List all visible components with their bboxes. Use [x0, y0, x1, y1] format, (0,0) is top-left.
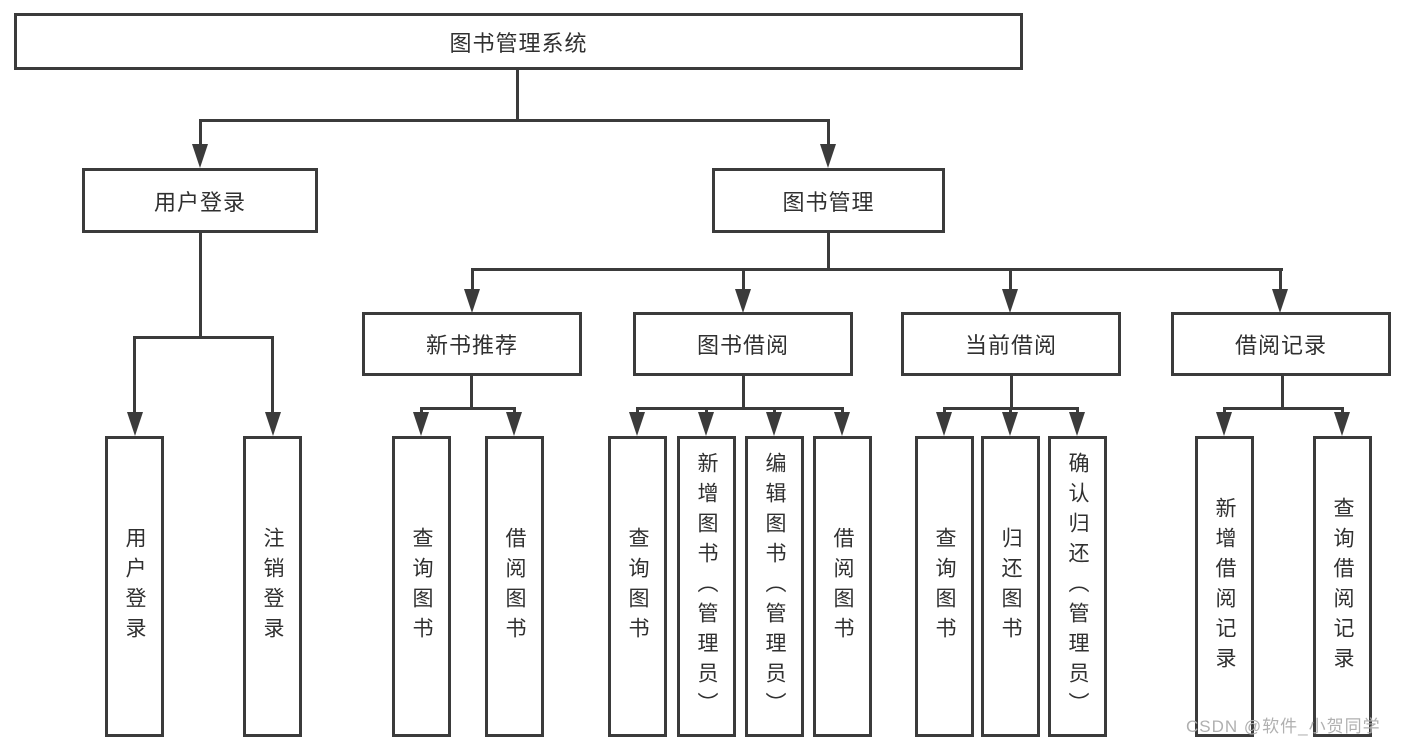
connector-vline — [1281, 376, 1284, 408]
node-new-book-recommend: 新书推荐 — [362, 312, 582, 376]
connector-vline — [471, 268, 474, 290]
leaf-label: 查询图书 — [626, 526, 649, 647]
leaf-label: 注销登录 — [261, 526, 284, 647]
connector-vline — [271, 336, 274, 414]
connector-vline — [1009, 407, 1012, 415]
leaf-add-borrow-record: 新增借阅记录 — [1195, 436, 1254, 737]
connector-vline — [516, 68, 519, 119]
node-current-borrow: 当前借阅 — [901, 312, 1121, 376]
node-borrow-records: 借阅记录 — [1171, 312, 1391, 376]
connector-vline — [513, 407, 516, 415]
leaf-edit-book-admin: 编辑图书（管理员） — [745, 436, 804, 737]
arrow-down-icon — [766, 412, 782, 436]
arrow-down-icon — [464, 289, 480, 313]
leaf-label: 借阅图书 — [831, 526, 854, 647]
arrow-down-icon — [506, 412, 522, 436]
connector-vline — [636, 407, 639, 415]
arrow-down-icon — [629, 412, 645, 436]
leaf-query-book: 查询图书 — [608, 436, 667, 737]
leaf-confirm-return-admin: 确认归还（管理员） — [1048, 436, 1107, 737]
connector-vline — [773, 407, 776, 415]
connector-hline — [420, 407, 516, 410]
connector-vline — [199, 233, 202, 337]
node-label: 图书管理系统 — [449, 30, 588, 56]
connector-hline — [636, 407, 844, 410]
node-label: 图书借阅 — [696, 333, 789, 358]
node-user-login: 用户登录 — [82, 168, 318, 233]
leaf-label: 查询借阅记录 — [1331, 496, 1354, 677]
node-label: 新书推荐 — [425, 333, 518, 358]
leaf-borrow-book: 借阅图书 — [813, 436, 872, 737]
leaf-label: 编辑图书（管理员） — [763, 451, 786, 722]
connector-vline — [1341, 407, 1344, 415]
connector-hline — [133, 336, 274, 339]
leaf-label: 新增图书（管理员） — [695, 451, 718, 722]
connector-vline — [199, 119, 202, 146]
arrow-down-icon — [698, 412, 714, 436]
leaf-label: 借阅图书 — [503, 526, 526, 647]
leaf-query-book: 查询图书 — [915, 436, 974, 737]
leaf-return-book: 归还图书 — [981, 436, 1040, 737]
node-label: 当前借阅 — [964, 333, 1057, 358]
leaf-user-login: 用户登录 — [105, 436, 164, 737]
leaf-add-book-admin: 新增图书（管理员） — [677, 436, 736, 737]
arrow-down-icon — [1069, 412, 1085, 436]
arrow-down-icon — [1334, 412, 1350, 436]
connector-vline — [470, 376, 473, 408]
connector-vline — [827, 119, 830, 146]
arrow-down-icon — [820, 144, 836, 168]
arrow-down-icon — [192, 144, 208, 168]
leaf-query-book: 查询图书 — [392, 436, 451, 737]
leaf-label: 查询图书 — [933, 526, 956, 647]
arrow-down-icon — [127, 412, 143, 436]
connector-hline — [471, 268, 1283, 271]
leaf-label: 新增借阅记录 — [1213, 496, 1236, 677]
arrow-down-icon — [834, 412, 850, 436]
connector-vline — [1223, 407, 1226, 415]
arrow-down-icon — [1002, 412, 1018, 436]
arrow-down-icon — [413, 412, 429, 436]
arrow-down-icon — [735, 289, 751, 313]
node-label: 借阅记录 — [1234, 333, 1327, 358]
leaf-query-borrow-record: 查询借阅记录 — [1313, 436, 1372, 737]
leaf-label: 查询图书 — [410, 526, 433, 647]
watermark: CSDN @软件_小贺同学 — [1186, 717, 1381, 736]
arrow-down-icon — [1216, 412, 1232, 436]
leaf-label: 确认归还（管理员） — [1066, 451, 1089, 722]
connector-vline — [420, 407, 423, 415]
arrow-down-icon — [1272, 289, 1288, 313]
connector-vline — [841, 407, 844, 415]
connector-vline — [133, 336, 136, 414]
node-library-system: 图书管理系统 — [14, 13, 1023, 70]
connector-vline — [943, 407, 946, 415]
arrow-down-icon — [1002, 289, 1018, 313]
connector-vline — [705, 407, 708, 415]
leaf-borrow-book: 借阅图书 — [485, 436, 544, 737]
connector-vline — [1279, 268, 1282, 290]
connector-hline — [199, 119, 830, 122]
connector-vline — [1010, 376, 1013, 408]
connector-vline — [742, 268, 745, 290]
node-label: 用户登录 — [153, 189, 246, 215]
node-book-borrow: 图书借阅 — [633, 312, 853, 376]
leaf-logout: 注销登录 — [243, 436, 302, 737]
connector-vline — [827, 233, 830, 270]
node-book-management: 图书管理 — [712, 168, 945, 233]
node-label: 图书管理 — [782, 189, 875, 215]
connector-vline — [1076, 407, 1079, 415]
leaf-label: 用户登录 — [123, 526, 146, 647]
leaf-label: 归还图书 — [999, 526, 1022, 647]
arrow-down-icon — [936, 412, 952, 436]
arrow-down-icon — [265, 412, 281, 436]
connector-vline — [1009, 268, 1012, 290]
connector-vline — [742, 376, 745, 408]
connector-hline — [1223, 407, 1344, 410]
